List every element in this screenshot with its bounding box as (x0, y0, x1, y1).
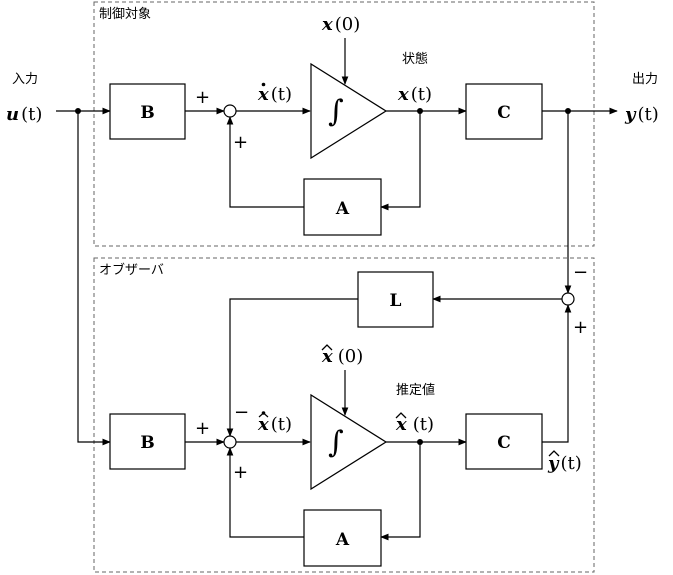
wire-L-to-observer-sum (226, 298, 358, 437)
plant-integrator-symbol: ∫ (328, 94, 344, 129)
output-word: 出力 (632, 72, 658, 87)
plant-derivative-dot (261, 82, 266, 87)
observer-C-label: C (497, 433, 511, 453)
observer-output-label: y(t) (547, 453, 582, 474)
observer-output-hat (548, 450, 560, 457)
observer-summing-junction (223, 435, 237, 449)
plant-C-block (465, 83, 543, 140)
observer-region-label: オブザーバ (99, 262, 164, 278)
observer-state-hat (395, 412, 407, 419)
wire-plant-A-to-sum (226, 116, 304, 208)
state-word: 状態 (402, 51, 428, 67)
observer-sum-sign-L: − (234, 402, 249, 423)
wire-yhat-to-error-sum (542, 304, 572, 443)
plant-B-label: B (140, 103, 154, 123)
observer-region-frame (93, 257, 595, 573)
observer-integrator (310, 393, 388, 491)
plant-C-label: C (497, 103, 511, 123)
error-summing-junction (561, 292, 575, 306)
wire-state-to-plant-A (380, 111, 421, 211)
observer-sum-sign-A: + (233, 462, 248, 483)
plant-state-label: x(t) (397, 84, 432, 105)
input-branch-dot (75, 108, 81, 114)
observer-A-label: A (335, 530, 350, 550)
output-signal-label: y(t) (624, 104, 659, 125)
observer-integrator-symbol: ∫ (328, 425, 344, 460)
plant-integrator (310, 62, 388, 160)
observer-state-derivative-label: x(t) (257, 414, 292, 435)
observer-C-block (465, 413, 543, 470)
observer-state-label: x(t) (395, 414, 434, 435)
plant-A-label: A (335, 199, 350, 219)
observer-initial-hat (321, 344, 333, 351)
plant-state-derivative-label: x(t) (257, 84, 292, 105)
estimate-word: 推定値 (396, 382, 435, 398)
gain-L-label: L (390, 291, 402, 311)
observer-A-block (303, 509, 382, 567)
plant-region-label: 制御対象 (99, 7, 151, 22)
error-sum-sign-yhat: + (573, 317, 588, 338)
plant-initial-state-label: x(0) (321, 14, 360, 35)
observer-initial-state-label: x(0) (321, 346, 363, 367)
gain-L-block (357, 271, 434, 328)
input-signal-label: u(t) (6, 104, 42, 125)
plant-sum-sign-B: + (195, 87, 210, 108)
plant-region-frame (93, 1, 595, 247)
wire-input-to-observer-B (77, 111, 111, 446)
plant-sum-sign-A: + (233, 132, 248, 153)
plant-A-block (303, 178, 382, 236)
error-sum-sign-y: − (573, 262, 588, 283)
observer-B-label: B (140, 433, 154, 453)
plant-B-block (109, 83, 186, 140)
observer-sum-sign-B: + (195, 418, 210, 439)
observer-B-block (109, 413, 186, 470)
plant-summing-junction (223, 104, 237, 118)
wire-observer-A-to-sum (226, 447, 304, 538)
observer-derivative-hat (258, 412, 269, 418)
wire-observer-state-to-A (380, 442, 421, 541)
input-word: 入力 (12, 72, 38, 87)
